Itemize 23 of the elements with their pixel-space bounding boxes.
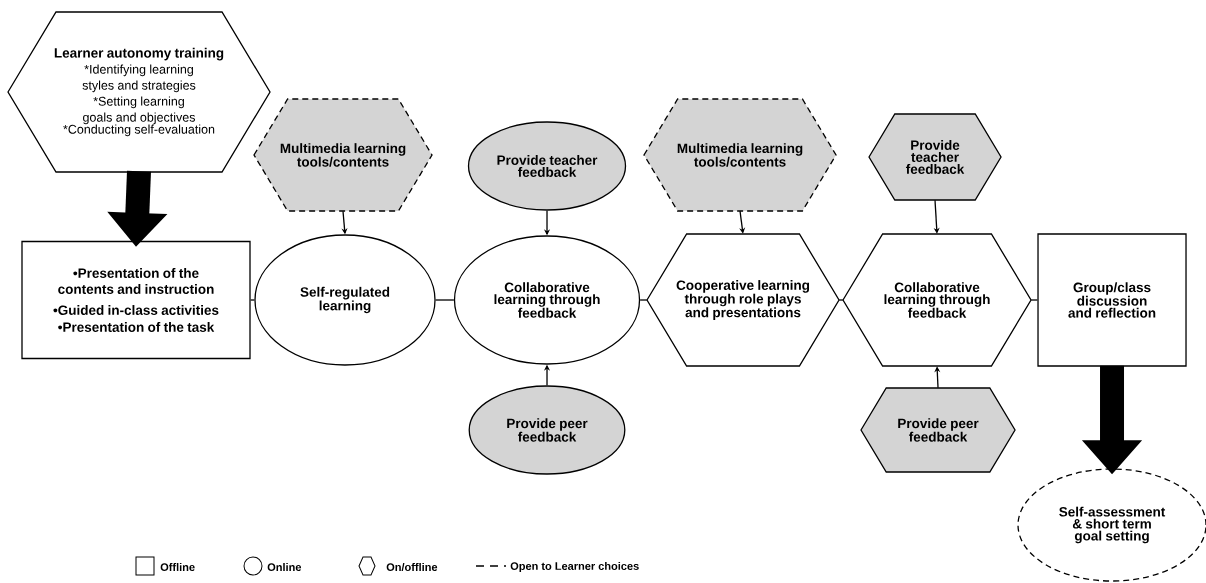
ellipse-node: Collaborative learning through feedback	[453, 235, 641, 365]
legend-label: On/offline	[386, 562, 438, 572]
connector-line	[639, 299, 648, 301]
hexagon-node: Collaborative learning through feedback	[842, 233, 1032, 367]
ellipse-node: Provide peer feedback	[468, 385, 626, 475]
connector-line	[250, 299, 255, 301]
process-box: •Presentation of the contents and instruction •Guided in-class activities •Presentation of the task	[21, 240, 251, 360]
hexagon-node: Provide teacher feedback	[868, 113, 1002, 201]
hexagon-node: Learner autonomy training *Identifying learning styles and strategies *Setting learning goals and objectives *Conducting self-evaluation	[7, 11, 271, 173]
connector-line	[838, 299, 844, 301]
connector-line	[1030, 299, 1038, 301]
hexagon-node: Provide peer feedback	[860, 387, 1016, 473]
connector-line	[435, 299, 455, 301]
ellipse-node: Provide teacher feedback	[467, 121, 627, 211]
hexagon-node: Multimedia learning tools/contents	[643, 98, 837, 212]
legend-label: Offline	[160, 562, 195, 572]
process-box: Group/class discussion and reflection	[1037, 233, 1187, 367]
hexagon-node: Multimedia learning tools/contents	[253, 98, 433, 212]
ellipse-node: Self-regulated learning	[254, 234, 436, 366]
legend-label: Online	[267, 562, 302, 572]
hexagon-node: Cooperative learning through role plays and presentations	[646, 233, 840, 367]
arrow	[739, 210, 746, 234]
legend-label: Open to Learner choices	[510, 561, 639, 573]
